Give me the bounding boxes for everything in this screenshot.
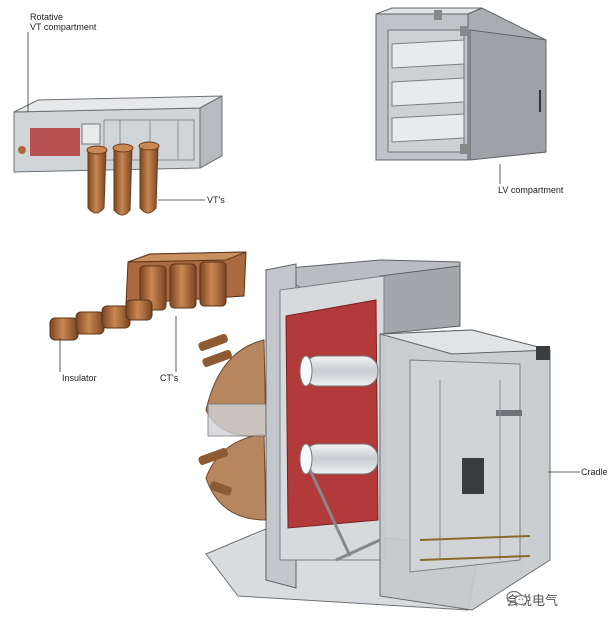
rotative-vt-compartment <box>13 95 223 173</box>
main-switchgear-cubicle <box>205 259 551 611</box>
label-cradle: Cradle <box>581 467 608 477</box>
label-rotative-vt-line1: Rotative <box>30 12 64 22</box>
vt-transformers <box>86 141 160 216</box>
label-insulator: Insulator <box>62 373 97 383</box>
breaker-poles <box>299 355 381 562</box>
wechat-icon <box>506 590 528 606</box>
current-transformers <box>125 251 247 311</box>
lv-compartment <box>375 7 547 161</box>
label-vts: VT's <box>207 195 225 205</box>
bushing-insulators <box>49 299 153 341</box>
label-cts: CT's <box>160 373 179 383</box>
copper-spouts <box>198 333 267 521</box>
watermark: 会说电气 <box>506 590 558 609</box>
label-rotative-vt-line2: VT compartment <box>30 22 97 32</box>
label-lv-compartment: LV compartment <box>498 185 564 195</box>
